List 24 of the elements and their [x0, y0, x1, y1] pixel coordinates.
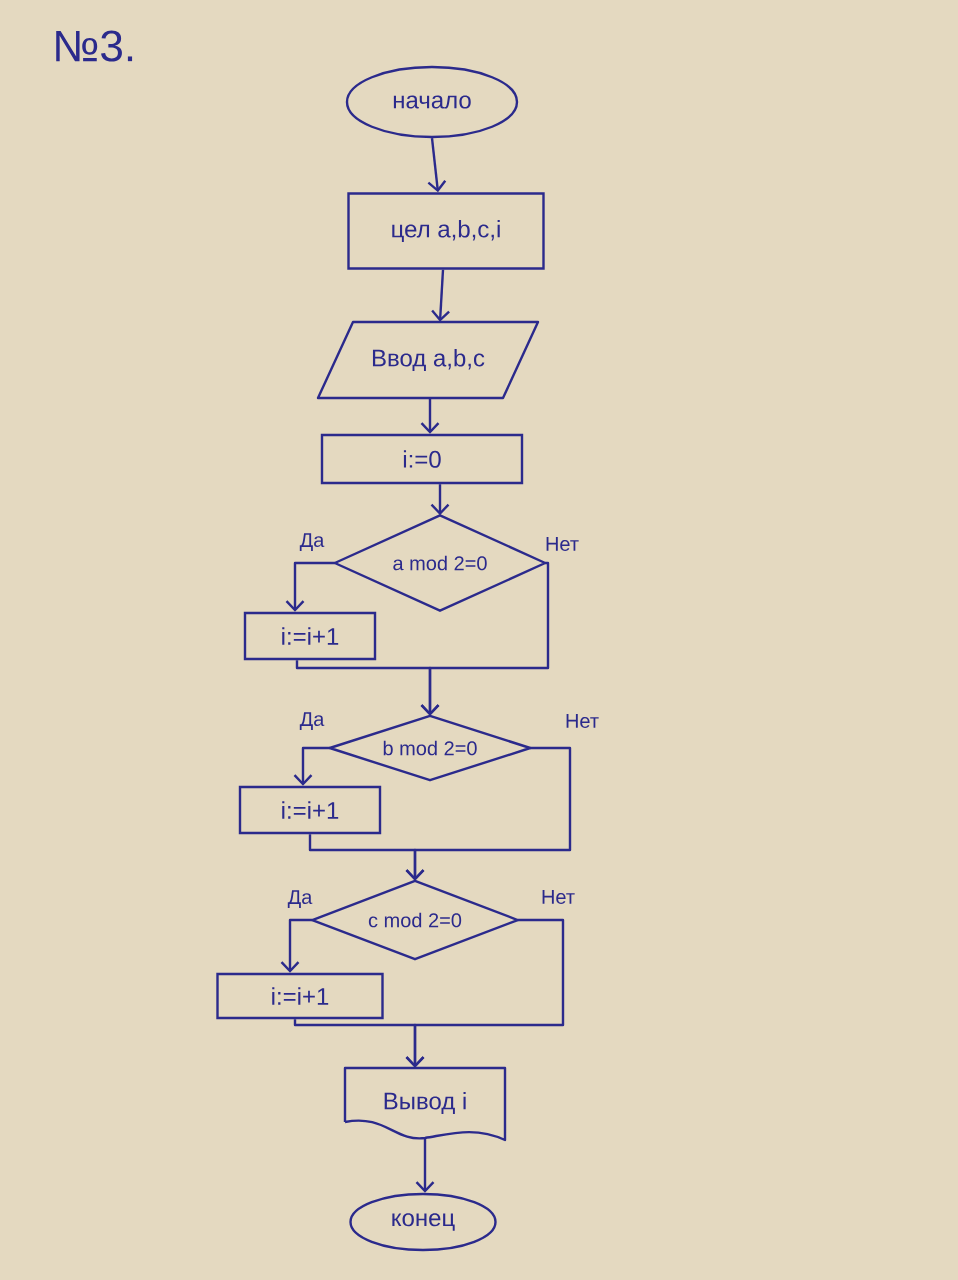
- arrow: [308, 834, 425, 881]
- edge-label: Да: [298, 710, 326, 732]
- arrow: [430, 484, 450, 516]
- edge-label: Да: [286, 888, 314, 910]
- arrow: [285, 561, 335, 612]
- process-box: i:=i+1: [216, 972, 384, 1020]
- process-box: цел a,b,c,i: [347, 192, 545, 270]
- arrow: [293, 1019, 425, 1068]
- process-box: i:=0: [320, 433, 524, 485]
- arrow: [280, 918, 313, 973]
- terminator-oval: начало: [345, 65, 519, 139]
- arrow: [415, 1138, 435, 1193]
- edge-label: Да: [298, 531, 326, 553]
- arrow: [295, 660, 440, 716]
- arrow: [431, 269, 450, 322]
- arrow: [427, 138, 447, 193]
- title: №3.: [56, 30, 133, 62]
- process-box: i:=i+1: [238, 785, 382, 835]
- process-box: i:=i+1: [243, 611, 377, 661]
- output-document: Вывод i: [343, 1066, 507, 1142]
- arrow: [293, 746, 330, 786]
- terminator-oval: конец: [349, 1192, 497, 1252]
- arrow: [420, 398, 440, 434]
- input-parallelogram: Ввод a,b,c: [316, 320, 540, 400]
